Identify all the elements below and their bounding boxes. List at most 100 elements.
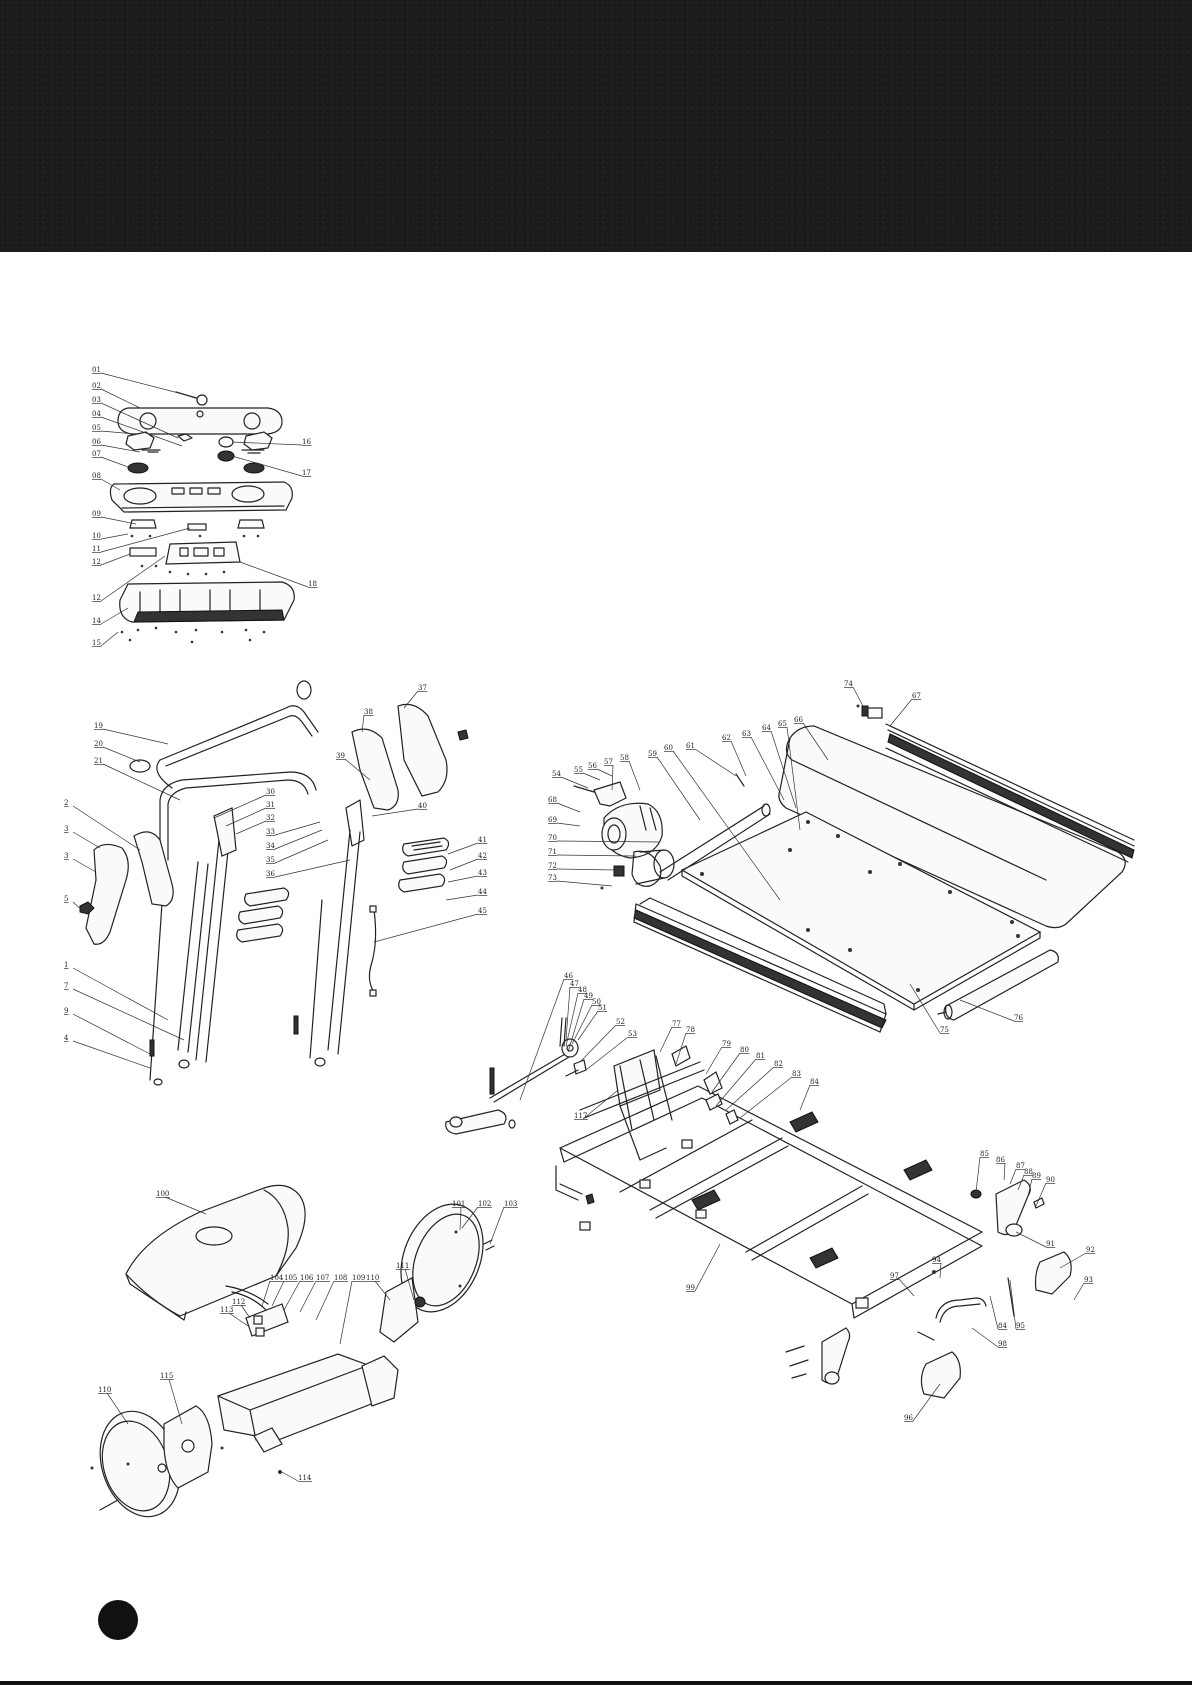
callout-frame-46: 46 — [564, 972, 573, 980]
callout-console-09: 09 — [92, 510, 101, 518]
leader-motor-108 — [315, 1280, 335, 1321]
cross-bar — [159, 771, 317, 863]
leader-frame-96 — [912, 1383, 941, 1422]
console-housing — [109, 481, 293, 513]
leader-deck-66 — [802, 722, 829, 761]
leader-upright-39 — [344, 758, 371, 781]
side-bracket — [133, 831, 174, 907]
callout-motor-106: 106 — [300, 1274, 314, 1282]
callout-frame-84b: 84 — [998, 1322, 1007, 1330]
callout-console-14: 14 — [92, 617, 101, 625]
leader-deck-64 — [770, 730, 797, 809]
roller-block — [703, 1071, 723, 1095]
trim-strip-right — [241, 449, 265, 454]
side-rail-left — [633, 897, 887, 1033]
leader-motor-103 — [489, 1206, 505, 1245]
drive-pulley — [631, 849, 675, 887]
leader-console-17 — [231, 455, 303, 477]
upright-right — [293, 799, 365, 1067]
leader-deck-57 — [611, 764, 614, 791]
handle-ring — [129, 759, 151, 773]
screws-row-3 — [120, 626, 266, 644]
callout-deck-68: 68 — [548, 796, 557, 804]
leader-frame-85 — [975, 1156, 981, 1193]
incline-bracket — [579, 1049, 705, 1161]
sensor-screw — [600, 886, 604, 890]
rear-end-cap-left — [920, 1351, 961, 1399]
callout-frame-86: 86 — [996, 1156, 1005, 1164]
leader-upright-36 — [274, 859, 351, 878]
callout-deck-62: 62 — [722, 734, 731, 742]
callout-upright-41: 41 — [478, 836, 487, 844]
leader-console-07 — [100, 456, 137, 471]
leader-frame-94 — [939, 1262, 942, 1279]
callout-deck-67: 67 — [912, 692, 921, 700]
leader-deck-69 — [556, 822, 581, 827]
callout-motor-107: 107 — [316, 1274, 329, 1282]
callout-frame-47: 47 — [570, 980, 579, 988]
callout-upright-5: 5 — [64, 895, 68, 903]
deck-board — [680, 811, 1042, 1011]
header-band — [0, 0, 1192, 252]
leader-upright-38 — [361, 714, 365, 733]
button-cap-left — [177, 433, 193, 442]
bushing — [157, 1463, 167, 1473]
callout-frame-49: 49 — [584, 992, 593, 1000]
leader-console-04 — [100, 416, 183, 447]
callout-motor-112: 112 — [232, 1298, 245, 1306]
leader-motor-104 — [261, 1280, 271, 1307]
rear-handle-inner — [939, 1303, 981, 1323]
callout-frame-98: 98 — [998, 1340, 1007, 1348]
callout-frame-78: 78 — [686, 1026, 695, 1034]
motor-sensor — [613, 865, 625, 877]
callout-frame-99: 99 — [686, 1284, 695, 1292]
leader-deck-60 — [672, 750, 781, 901]
leader-motor-106 — [283, 1280, 301, 1311]
leader-console-09 — [100, 516, 137, 525]
callout-console-18: 18 — [308, 580, 317, 588]
callout-console-02: 02 — [92, 382, 101, 390]
callout-console-07: 07 — [92, 450, 101, 458]
callout-deck-60: 60 — [664, 744, 673, 752]
callout-frame-84: 84 — [810, 1078, 819, 1086]
callout-frame-87: 87 — [1016, 1162, 1025, 1170]
front-frame-corner — [555, 1165, 595, 1205]
leader-frame-52 — [579, 1024, 617, 1063]
callout-motor-110: 110 — [366, 1274, 379, 1282]
leader-deck-73 — [556, 880, 613, 887]
leader-console-01 — [100, 372, 199, 399]
callout-console-10: 10 — [92, 532, 101, 540]
cover-screw-dot — [90, 1466, 94, 1470]
leader-deck-75 — [909, 983, 941, 1034]
callout-console-15: 15 — [92, 639, 101, 647]
leader-motor-109 — [339, 1280, 353, 1345]
wiring-harness-2 — [231, 1291, 267, 1311]
callout-deck-73: 73 — [548, 874, 557, 882]
upright-assembly — [79, 680, 469, 1086]
spring-left — [149, 1039, 155, 1057]
trim-strip-left — [141, 449, 161, 453]
leader-deck-67 — [889, 698, 913, 727]
leader-upright-37 — [403, 690, 419, 709]
speaker-cover-left — [125, 431, 155, 451]
callout-upright-39: 39 — [336, 752, 345, 760]
rear-axle-bolt — [1007, 1277, 1015, 1317]
motor-bracket — [593, 781, 627, 807]
leader-deck-70 — [556, 840, 661, 843]
leader-console-12 — [100, 553, 131, 566]
leader-upright-20 — [102, 746, 141, 763]
main-frame — [559, 1085, 983, 1319]
leader-frame-92 — [1059, 1252, 1087, 1269]
leader-upright-40 — [371, 808, 419, 817]
frame-blocks — [579, 1139, 869, 1309]
callout-console-11: 11 — [92, 545, 101, 553]
leader-console-08 — [100, 478, 121, 491]
callout-upright-34: 34 — [266, 842, 275, 850]
leader-frame-97 — [898, 1278, 915, 1297]
callout-motor-102: 102 — [478, 1200, 491, 1208]
callout-motor-101: 101 — [452, 1200, 465, 1208]
callout-upright-43: 43 — [478, 869, 487, 877]
leader-upright-7 — [72, 988, 185, 1041]
leader-motor-111 — [404, 1268, 415, 1301]
safety-key — [175, 391, 208, 406]
